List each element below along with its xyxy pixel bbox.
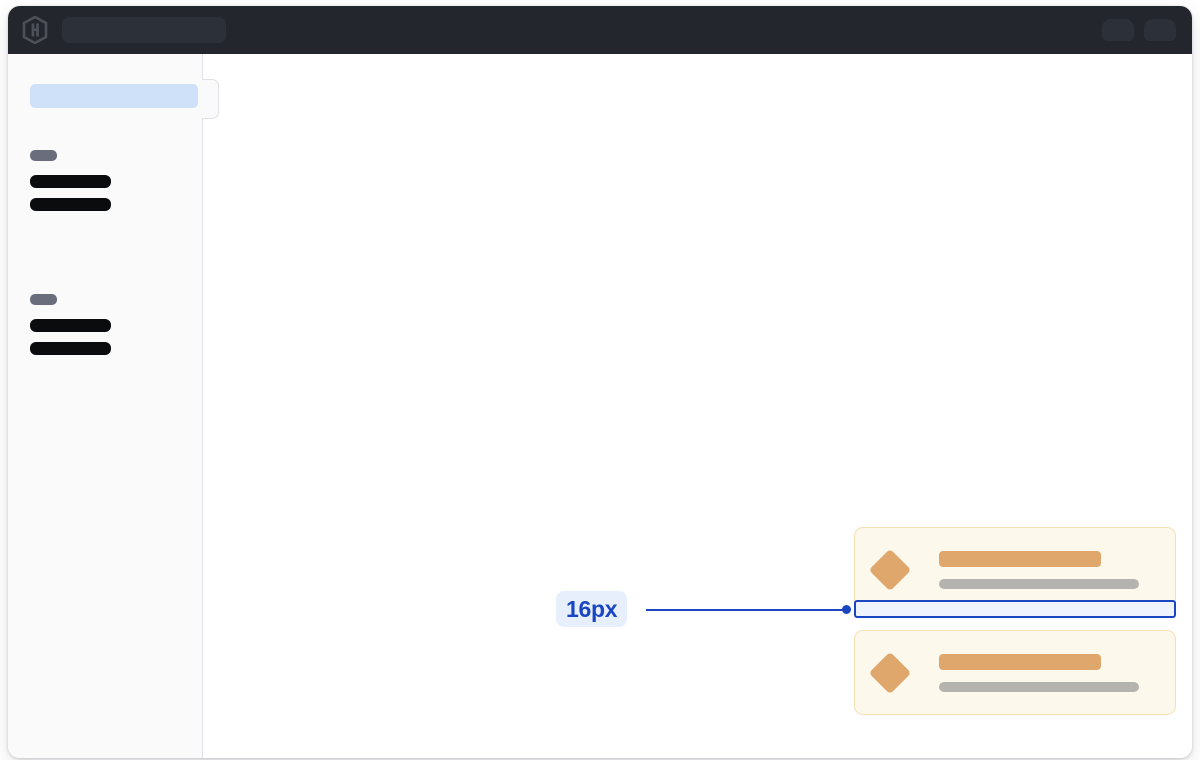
sidebar xyxy=(8,54,203,758)
info-card-1-title xyxy=(939,550,1101,567)
info-card-2-text xyxy=(939,653,1159,692)
sidebar-item-2-2[interactable] xyxy=(30,342,111,355)
info-card-2[interactable] xyxy=(854,630,1176,715)
card-stack xyxy=(854,527,1176,715)
sidebar-item-1-2[interactable] xyxy=(30,198,111,211)
main-content-area: 16px xyxy=(204,54,1192,758)
diamond-icon xyxy=(868,548,912,591)
sidebar-group-label-2 xyxy=(30,294,57,305)
search-input[interactable] xyxy=(62,17,226,43)
spacing-measure-bar xyxy=(854,600,1176,618)
topbar-action-chip-2[interactable] xyxy=(1144,19,1176,41)
info-card-2-title xyxy=(939,653,1101,670)
sidebar-group-2 xyxy=(30,294,111,355)
application-window: 16px xyxy=(8,6,1192,758)
sidebar-selected-item[interactable] xyxy=(30,84,198,108)
top-bar xyxy=(8,6,1192,54)
measurement-label: 16px xyxy=(556,591,628,627)
sidebar-collapse-handle-icon[interactable] xyxy=(202,79,219,119)
sidebar-item-1-1[interactable] xyxy=(30,175,111,188)
sidebar-group-label-1 xyxy=(30,150,57,161)
application-body: 16px xyxy=(8,54,1192,758)
diamond-icon xyxy=(868,651,912,694)
hashicorp-hexagon-logo-icon[interactable] xyxy=(22,16,48,44)
info-card-2-subtitle xyxy=(939,681,1139,692)
info-card-1[interactable] xyxy=(854,527,1176,612)
sidebar-item-2-1[interactable] xyxy=(30,319,111,332)
topbar-action-chip-1[interactable] xyxy=(1102,19,1134,41)
measure-leader-dot-icon xyxy=(842,605,851,614)
info-card-1-subtitle xyxy=(939,578,1139,589)
measure-leader-line xyxy=(646,608,846,611)
topbar-actions xyxy=(1102,19,1176,41)
info-card-1-text xyxy=(939,550,1159,589)
sidebar-group-1 xyxy=(30,150,111,211)
